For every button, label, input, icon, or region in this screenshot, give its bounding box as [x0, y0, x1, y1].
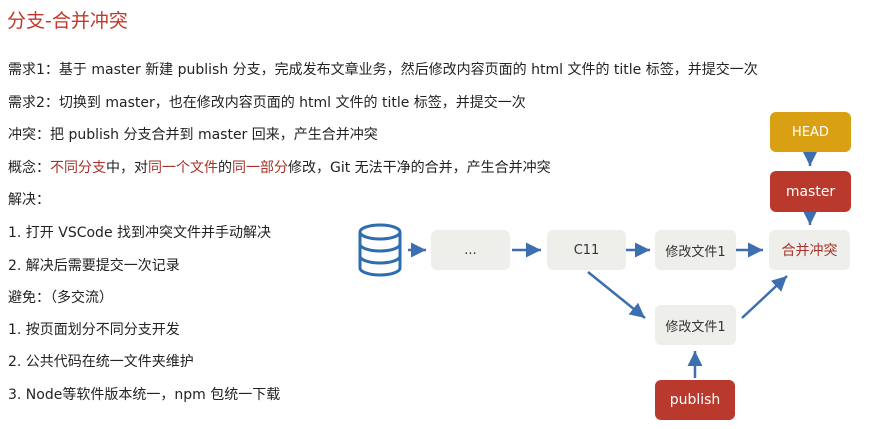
- solve-step-1: 1. 打开 VSCode 找到冲突文件并手动解决: [8, 225, 272, 241]
- avoid-step-2: 2. 公共代码在统一文件夹维护: [8, 354, 194, 370]
- concept-highlight-file: 同一个文件: [148, 160, 218, 176]
- master-branch: master: [770, 171, 851, 212]
- concept-text-4: 修改，Git 无法干净的合并，产生合并冲突: [288, 160, 551, 176]
- head-pointer: HEAD: [770, 112, 851, 152]
- solve-step-2: 2. 解决后需要提交一次记录: [8, 258, 180, 274]
- commit-modify-file-publish: 修改文件1: [655, 305, 736, 345]
- concept-highlight-branches: 不同分支: [50, 160, 106, 176]
- concept-highlight-part: 同一部分: [232, 160, 288, 176]
- concept-label: 概念：: [8, 160, 50, 176]
- commit-c11: C11: [547, 230, 626, 270]
- arrow-c11-to-file1-bottom: [587, 271, 646, 319]
- conflict-line: 冲突：把 publish 分支合并到 master 回来，产生合并冲突: [8, 127, 378, 143]
- publish-branch: publish: [655, 380, 735, 420]
- commit-merge-conflict: 合并冲突: [769, 230, 850, 270]
- requirement-1: 需求1：基于 master 新建 publish 分支，完成发布文章业务，然后修…: [8, 62, 758, 78]
- commit-modify-file-master: 修改文件1: [655, 230, 736, 270]
- page-title: 分支-合并冲突: [7, 10, 128, 32]
- arrow-file1-bottom-to-merge: [741, 275, 788, 319]
- commit-ellipsis: ...: [431, 230, 510, 270]
- concept-text-3: 的: [218, 160, 232, 176]
- requirement-2: 需求2：切换到 master，也在修改内容页面的 html 文件的 title …: [8, 95, 526, 111]
- solve-heading: 解决：: [8, 192, 50, 208]
- database-icon: [358, 223, 402, 277]
- avoid-step-1: 1. 按页面划分不同分支开发: [8, 322, 180, 338]
- concept-text-2: 中，对: [106, 160, 148, 176]
- avoid-step-3: 3. Node等软件版本统一，npm 包统一下载: [8, 387, 281, 403]
- concept-line: 概念：不同分支中，对同一个文件的同一部分修改，Git 无法干净的合并，产生合并冲…: [8, 157, 551, 177]
- avoid-heading: 避免：（多交流）: [8, 290, 113, 306]
